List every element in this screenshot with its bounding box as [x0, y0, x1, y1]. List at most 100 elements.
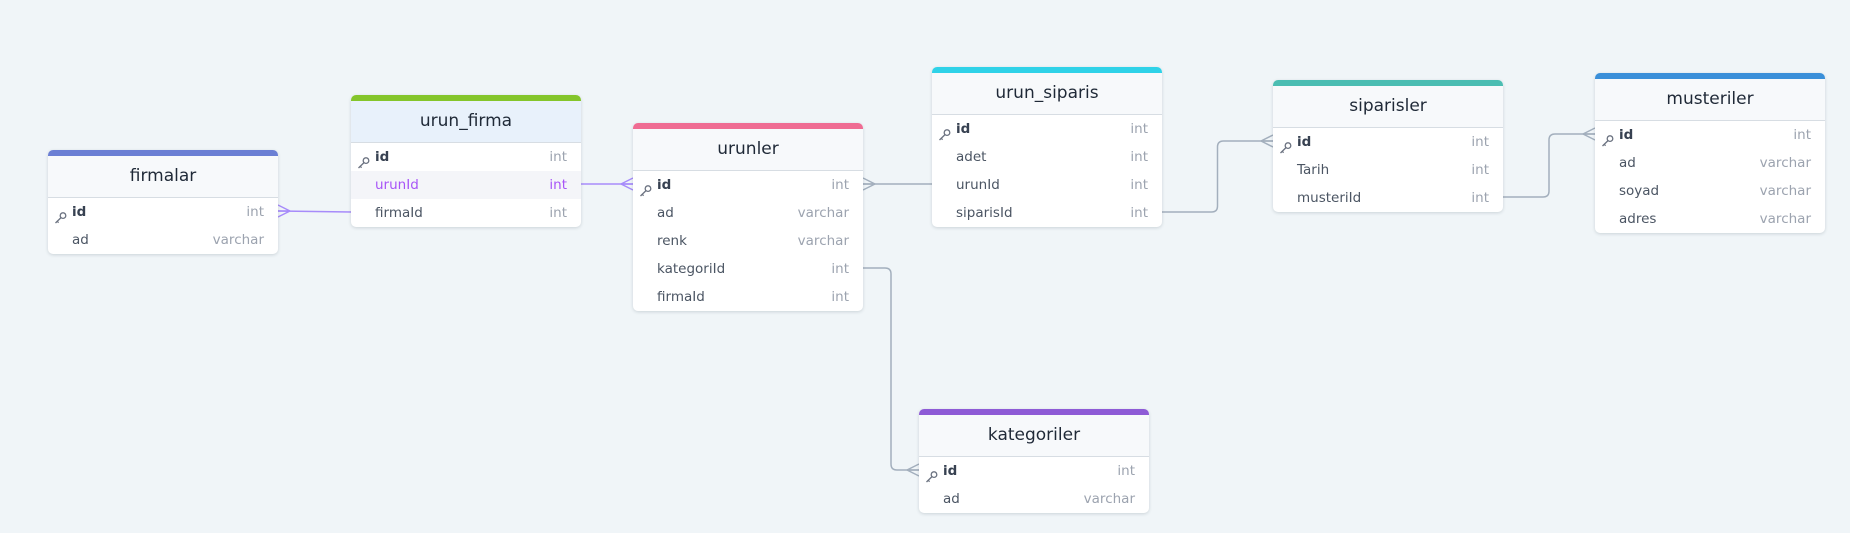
key-icon: [1601, 129, 1614, 147]
column-name: musteriId: [1297, 190, 1362, 206]
column-row[interactable]: adet int: [932, 143, 1162, 171]
column-name: adet: [956, 149, 987, 165]
column-type: varchar: [1083, 491, 1135, 507]
column-type: int: [549, 149, 567, 165]
column-row[interactable]: renk varchar: [633, 227, 863, 255]
column-row[interactable]: adres varchar: [1595, 205, 1825, 233]
column-name: ad: [657, 205, 674, 221]
column-row[interactable]: id int: [919, 457, 1149, 485]
column-row[interactable]: kategoriId int: [633, 255, 863, 283]
key-icon: [357, 151, 370, 169]
column-row[interactable]: ad varchar: [48, 226, 278, 254]
table-accent-bar: [48, 150, 278, 156]
table-accent-bar: [1595, 73, 1825, 79]
column-type: int: [549, 205, 567, 221]
column-name: id: [657, 177, 672, 193]
column-type: int: [1130, 177, 1148, 193]
table-title[interactable]: musteriler: [1595, 79, 1825, 121]
table-accent-bar: [919, 409, 1149, 415]
key-icon: [639, 179, 652, 197]
column-name: ad: [1619, 155, 1636, 171]
column-type: int: [1471, 190, 1489, 206]
key-icon: [1279, 136, 1292, 154]
column-type: int: [831, 177, 849, 193]
column-type: int: [1471, 162, 1489, 178]
column-row[interactable]: musteriId int: [1273, 184, 1503, 212]
column-name: soyad: [1619, 183, 1660, 199]
table-title[interactable]: urun_siparis: [932, 73, 1162, 115]
table-accent-bar: [932, 67, 1162, 73]
table-title[interactable]: urun_firma: [351, 101, 581, 143]
column-name: ad: [72, 232, 89, 248]
column-type: int: [1117, 463, 1135, 479]
column-type: int: [831, 289, 849, 305]
column-name: Tarih: [1297, 162, 1330, 178]
column-row[interactable]: urunId int: [932, 171, 1162, 199]
table-title[interactable]: kategoriler: [919, 415, 1149, 457]
column-row[interactable]: ad varchar: [633, 199, 863, 227]
table-title[interactable]: firmalar: [48, 156, 278, 198]
column-type: int: [1793, 127, 1811, 143]
column-type: int: [1130, 121, 1148, 137]
column-row[interactable]: id int: [633, 171, 863, 199]
column-type: varchar: [212, 232, 264, 248]
relation-line: [863, 267, 919, 471]
column-type: varchar: [1759, 183, 1811, 199]
column-row[interactable]: firmaId int: [633, 283, 863, 311]
crows-foot-marker: [1260, 134, 1274, 148]
crows-foot-marker: [862, 177, 876, 191]
table-accent-bar: [633, 123, 863, 129]
crows-foot-marker: [277, 204, 291, 218]
column-row[interactable]: siparisId int: [932, 199, 1162, 227]
column-name: id: [956, 121, 971, 137]
column-row[interactable]: firmaId int: [351, 199, 581, 227]
column-name: id: [72, 204, 87, 220]
column-name: kategoriId: [657, 261, 726, 277]
table-accent-bar: [351, 95, 581, 101]
column-row[interactable]: soyad varchar: [1595, 177, 1825, 205]
relation-line: [277, 210, 352, 213]
column-type: int: [1130, 149, 1148, 165]
column-name: adres: [1619, 211, 1657, 227]
column-name: ad: [943, 491, 960, 507]
table-accent-bar: [1273, 80, 1503, 86]
column-name: firmaId: [657, 289, 705, 305]
column-name: siparisId: [956, 205, 1013, 221]
column-type: int: [831, 261, 849, 277]
table-urunler[interactable]: urunler id int ad varchar renk varchar kategori…: [633, 123, 863, 311]
column-type: varchar: [797, 233, 849, 249]
column-name: firmaId: [375, 205, 423, 221]
table-title[interactable]: siparisler: [1273, 86, 1503, 128]
column-type: int: [549, 177, 567, 193]
table-title[interactable]: urunler: [633, 129, 863, 171]
key-icon: [925, 465, 938, 483]
column-type: int: [1471, 134, 1489, 150]
column-row[interactable]: id int: [932, 115, 1162, 143]
column-type: varchar: [1759, 211, 1811, 227]
column-row[interactable]: id int: [1273, 128, 1503, 156]
table-kategoriler[interactable]: kategoriler id int ad varchar: [919, 409, 1149, 513]
column-name: id: [1297, 134, 1312, 150]
column-row[interactable]: ad varchar: [919, 485, 1149, 513]
column-name: renk: [657, 233, 687, 249]
key-icon: [938, 123, 951, 141]
crows-foot-marker: [620, 177, 634, 191]
column-name: id: [943, 463, 958, 479]
column-row[interactable]: Tarih int: [1273, 156, 1503, 184]
column-type: int: [1130, 205, 1148, 221]
column-type: varchar: [797, 205, 849, 221]
relation-line: [1503, 133, 1595, 198]
column-name: urunId: [956, 177, 1000, 193]
crows-foot-marker: [1582, 127, 1596, 141]
